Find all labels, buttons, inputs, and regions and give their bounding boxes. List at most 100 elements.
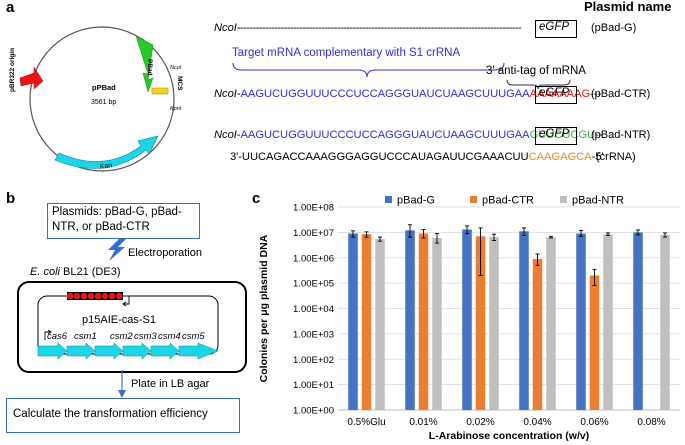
- cell-outline: [17, 281, 247, 373]
- egfp-box: [535, 127, 577, 145]
- ncoi-site: NcoI: [214, 88, 237, 100]
- bar: [660, 234, 670, 410]
- anti-tag-sequence: GUUCUCGU: [529, 129, 596, 141]
- bar: [603, 234, 613, 410]
- plasmids-box-line2: NTR, or pBad-CTR: [52, 221, 150, 233]
- panel-b-letter: b: [6, 190, 16, 207]
- strain-label: E. coli BL21 (DE3): [30, 266, 121, 278]
- bar: [405, 230, 415, 410]
- kan-arrow: [54, 135, 159, 169]
- tag-annotation: 3′ anti-tag of mRNA: [486, 65, 586, 77]
- bar: [576, 233, 586, 410]
- bar: [348, 233, 358, 410]
- chart-ticks: 1.00E+001.00E+011.00E+021.00E+031.00E+04…: [293, 203, 666, 429]
- y-axis-label: Colonies per μg plasmid DNA: [258, 234, 270, 382]
- plasmid-name-header: Plasmid name: [584, 0, 672, 14]
- gene-csm2: csm2: [110, 331, 133, 342]
- origin-arrow: [19, 66, 44, 90]
- egfp-label: eGFP: [539, 128, 570, 140]
- chart-grid: [338, 206, 680, 411]
- row-name-pbad-ntr: (pBad-NTR): [591, 129, 651, 141]
- target-sequence: AAGUCUGGUUUCCCUCCAGGGUAUCUAAGCUUUGAA: [240, 88, 530, 100]
- colonies-bar-chart: 1.00E+001.00E+011.00E+021.00E+031.00E+04…: [258, 195, 680, 442]
- trail-dashes: ---: [590, 88, 602, 100]
- plasmid-circle: [29, 26, 175, 172]
- bar: [361, 234, 372, 410]
- y-tick-label: 1.00E+05: [293, 279, 334, 290]
- x-axis-label: L-Arabinose concentration (w/v): [429, 430, 589, 442]
- mcs-box: [151, 87, 169, 95]
- p15aie-plasmid: [37, 292, 219, 360]
- linker-dash: -: [236, 88, 241, 100]
- plasmid-size: 3561 bp: [91, 99, 116, 106]
- x-tick-label: 0.01%: [409, 417, 437, 428]
- egfp-label: eGFP: [539, 21, 570, 33]
- target-annotation: Target mRNA complementary with S1 crRNA: [232, 47, 461, 59]
- crrna-sequence: 3'-UUCAGACCAAAGGGAGGUCCCAUAGAUUCGAAACUU: [230, 151, 529, 163]
- gene-csm1: csm1: [74, 331, 97, 342]
- crrna-end: -5': [591, 151, 604, 163]
- bar: [375, 238, 385, 410]
- trail-dashes: --: [595, 129, 603, 141]
- pbad-label: PBad: [146, 59, 153, 76]
- y-tick-label: 1.00E+00: [293, 406, 334, 417]
- x-tick-label: 0.5%Glu: [347, 417, 385, 428]
- lightning-icon: [108, 239, 126, 261]
- plate-label: Plate in LB agar: [131, 378, 210, 390]
- bar: [589, 275, 600, 410]
- legend-swatch: [560, 196, 567, 203]
- gene-csm4: csm4: [158, 331, 181, 342]
- panel-a-letter: a: [6, 0, 15, 16]
- kan-label: Kan: [99, 162, 112, 171]
- cas-operon: [37, 342, 219, 360]
- tag-brace: [506, 79, 571, 90]
- gene-cas6: cas6: [47, 331, 68, 342]
- x-tick-label: 0.02%: [466, 417, 494, 428]
- egfp-box: [535, 20, 577, 38]
- row-name-pbad-g: (pBad-G): [591, 22, 637, 34]
- crispr-array: [66, 292, 123, 300]
- panel-c-letter: c: [252, 190, 261, 207]
- bar: [532, 258, 543, 410]
- down-arrow-icon: [118, 370, 126, 398]
- y-tick-label: 1.00E+01: [293, 380, 334, 391]
- bar: [462, 229, 472, 410]
- bar: [475, 236, 486, 410]
- plasmids-box: [47, 203, 200, 239]
- ncoi-site: NcoI: [214, 22, 237, 34]
- linker-dashes: ----------------------------------------…: [236, 22, 522, 34]
- x-tick-label: 0.08%: [637, 417, 665, 428]
- bar: [418, 233, 429, 410]
- legend-swatch: [470, 196, 477, 203]
- bar: [546, 237, 556, 410]
- chart-bars: [348, 229, 670, 410]
- row-pbad-ntr: NcoI-AAGUCUGGUUUCCCUCCAGGGUAUCUAAGCUUUGA…: [214, 129, 603, 141]
- anti-tag-sequence: AAAAAAAG: [529, 88, 591, 100]
- row-name-crrna: (crRNA): [596, 151, 636, 163]
- row-crrna: 3'-UUCAGACCAAAGGGAGGUCCCAUAGAUUCGAAACUUC…: [230, 151, 604, 163]
- origin-label: pBR322 origin: [9, 48, 16, 92]
- calc-label: Calculate the transformation efficiency: [13, 408, 208, 420]
- crrna-tag: CAAGAGCA: [528, 151, 592, 163]
- legend-label: pBad-NTR: [572, 195, 624, 207]
- ncoi-label: NcoI: [170, 65, 182, 71]
- kpni-label: KpnI: [170, 106, 182, 112]
- egfp-label: eGFP: [539, 87, 570, 99]
- y-tick-label: 1.00E+06: [293, 253, 334, 264]
- bar: [489, 237, 499, 410]
- egfp-box: [535, 86, 577, 104]
- y-tick-label: 1.00E+03: [293, 329, 334, 340]
- bar: [633, 232, 643, 410]
- gene-csm5: csm5: [182, 331, 205, 342]
- plasmid-map: Kan pPBad 3561 bp pBR322 origin PBad Nco…: [9, 26, 183, 172]
- target-brace: [232, 62, 505, 78]
- row-pbad-g: NcoI------------------------------------…: [214, 22, 522, 34]
- strain-rest: BL21 (DE3): [59, 266, 121, 278]
- y-tick-label: 1.00E+02: [293, 355, 334, 366]
- chart-error-bars: [351, 224, 667, 287]
- legend-swatch: [385, 196, 392, 203]
- bar: [519, 231, 529, 410]
- bar: [432, 238, 442, 410]
- calc-box: [6, 398, 240, 433]
